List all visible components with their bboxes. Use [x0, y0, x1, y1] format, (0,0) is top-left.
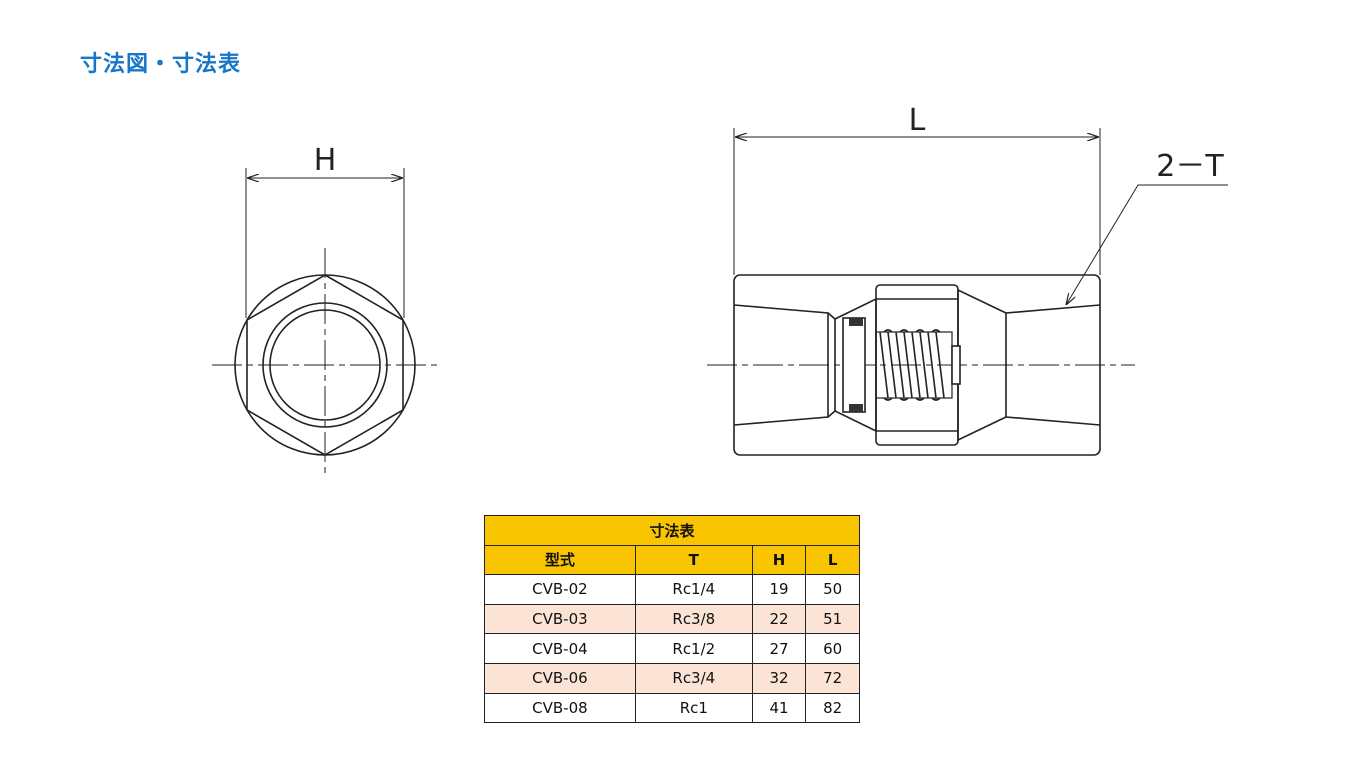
cell-l: 50 [805, 574, 860, 605]
cell-h: 27 [751, 633, 807, 664]
hex-outline [246, 274, 404, 456]
h-dimension-label: H [314, 143, 337, 178]
cell-model: CVB-03 [484, 603, 636, 635]
table-row: CVB-03 Rc3/8 22 51 [484, 603, 860, 635]
cell-t: Rc3/4 [634, 662, 753, 694]
cell-l: 60 [805, 633, 860, 664]
thread-leader-line [1066, 184, 1228, 305]
column-header-h: H [751, 544, 807, 576]
table-row: CVB-08 Rc1 41 82 [484, 692, 860, 724]
cell-h: 32 [751, 662, 807, 694]
poppet-disc [842, 317, 866, 413]
port-inner-circle [269, 309, 381, 421]
spring [875, 329, 961, 401]
cell-t: Rc1/2 [634, 633, 753, 664]
cell-l: 82 [805, 692, 860, 724]
table-row: CVB-04 Rc1/2 27 60 [484, 633, 860, 664]
left-port-thread [733, 304, 829, 426]
table-row: CVB-06 Rc3/4 32 72 [484, 662, 860, 694]
column-header-model: 型式 [484, 544, 636, 576]
cell-l: 51 [805, 603, 860, 635]
thread-label: 2－T [1156, 149, 1224, 184]
side-view [707, 128, 1228, 456]
cell-model: CVB-04 [484, 633, 636, 664]
cell-t: Rc3/8 [634, 603, 753, 635]
cell-h: 22 [751, 603, 807, 635]
column-header-t: T [634, 544, 753, 576]
cell-h: 19 [751, 574, 807, 605]
table-title: 寸法表 [484, 515, 860, 546]
cell-h: 41 [751, 692, 807, 724]
column-header-l: L [805, 544, 860, 576]
right-port-thread [1005, 304, 1101, 426]
front-view [212, 168, 440, 478]
cell-t: Rc1 [634, 692, 753, 724]
cell-model: CVB-06 [484, 662, 636, 694]
cell-t: Rc1/4 [634, 574, 753, 605]
body-outline [733, 274, 1101, 456]
port-outer-circle [262, 302, 388, 428]
dimension-table: 寸法表 型式 T H L CVB-02 Rc1/4 19 50 CVB-03 R… [484, 515, 860, 724]
page-title: 寸法図・寸法表 [80, 52, 242, 77]
table-row: CVB-02 Rc1/4 19 50 [484, 574, 860, 605]
cell-l: 72 [805, 662, 860, 694]
l-dimension-label: L [909, 103, 926, 138]
cell-model: CVB-02 [484, 574, 636, 605]
cell-model: CVB-08 [484, 692, 636, 724]
